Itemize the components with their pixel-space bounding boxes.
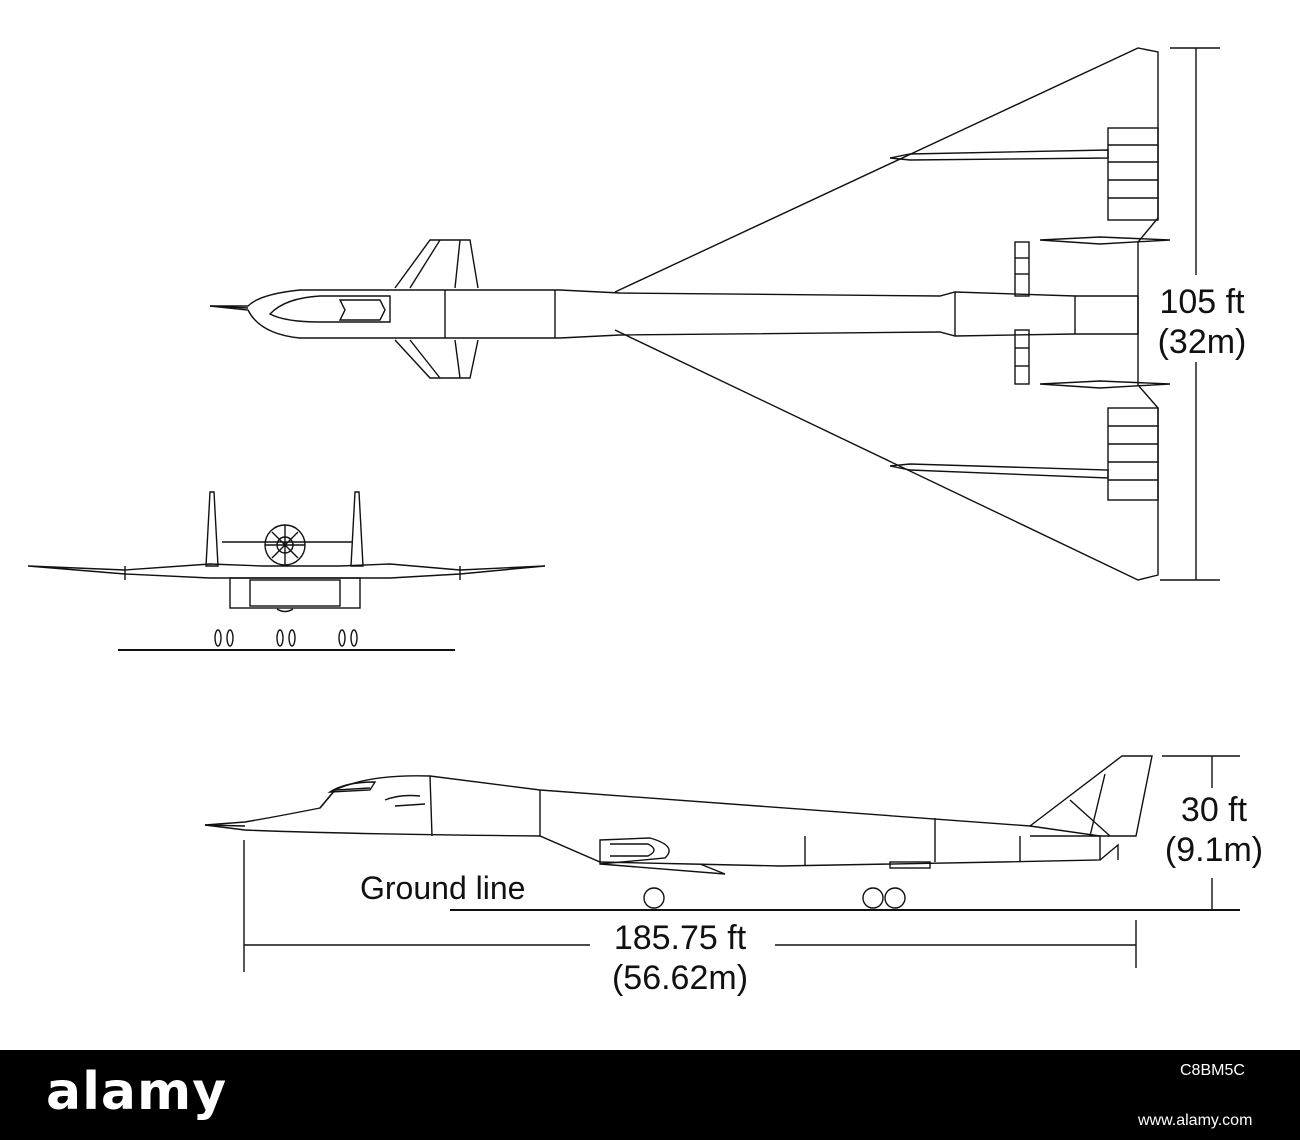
height-meters: (9.1m) — [1164, 831, 1264, 869]
ground-line-label: Ground line — [360, 870, 526, 906]
span-dimension-label: 105 ft (32m) — [1138, 282, 1266, 362]
height-dimension — [1162, 755, 1240, 910]
stock-id: C8BM5C — [1180, 1062, 1245, 1079]
length-dimension-label: 185.75 ft (56.62m) — [590, 918, 770, 998]
span-feet: 105 ft — [1159, 283, 1245, 321]
height-dimension-label: 30 ft (9.1m) — [1150, 790, 1278, 870]
span-meters: (32m) — [1157, 323, 1247, 361]
height-feet: 30 ft — [1180, 791, 1248, 829]
delta-wing — [614, 47, 1159, 581]
length-meters: (56.62m) — [611, 959, 749, 997]
left-canard — [394, 239, 479, 289]
side-fuselage — [204, 775, 1101, 867]
three-view-drawing — [27, 47, 1240, 972]
plan-fuselage — [209, 289, 1139, 339]
span-dimension — [1160, 47, 1220, 581]
watermark-bar — [0, 1050, 1300, 1140]
front-view — [27, 491, 546, 651]
vertical-tail — [1029, 755, 1153, 837]
front-wing — [27, 563, 546, 579]
length-dimension — [243, 840, 1137, 972]
plan-view — [209, 47, 1171, 581]
right-wingtip-panel — [1107, 407, 1159, 501]
length-feet: 185.75 ft — [613, 919, 747, 957]
side-view — [204, 755, 1153, 909]
left-wingtip-panel — [1107, 127, 1159, 221]
stock-url: www.alamy.com — [1138, 1112, 1253, 1129]
right-canard — [394, 339, 479, 379]
brand-logo: alamy — [46, 1062, 228, 1122]
